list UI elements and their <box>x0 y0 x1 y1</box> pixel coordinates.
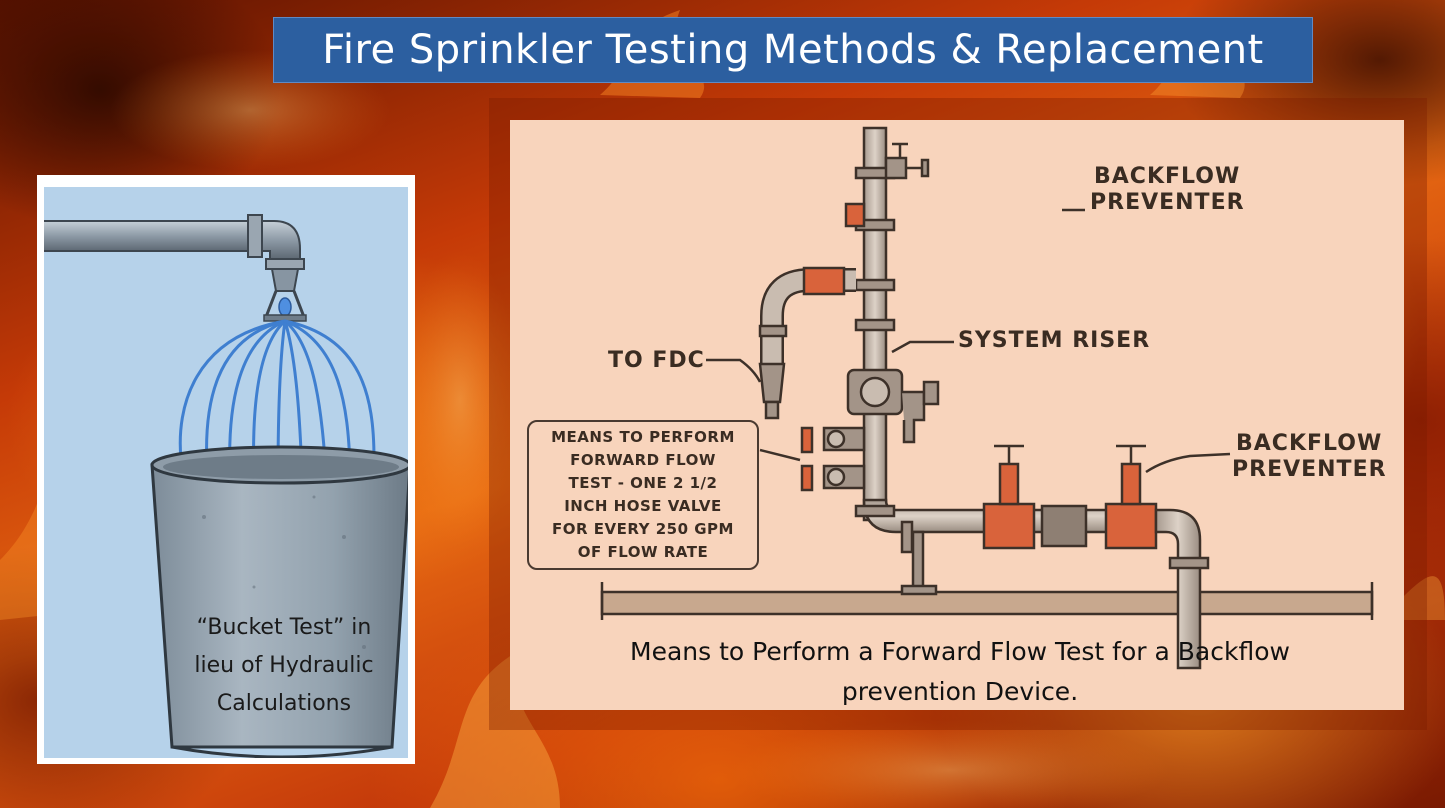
bucket-test-card: “Bucket Test” in lieu of Hydraulic Calcu… <box>37 175 415 764</box>
backflow-preventer-label: BACKFLOW <box>1236 431 1383 456</box>
note-line: FOR EVERY 250 GPM <box>552 520 734 538</box>
diagram-caption: Means to Perform a Forward Flow Test for… <box>570 632 1350 710</box>
backflow-preventer-label: PREVENTER <box>1232 457 1387 482</box>
bucket-caption-line: “Bucket Test” in <box>196 615 372 640</box>
backflow-diagram-card: BACKFLOW PREVENTER SYSTEM RISER TO FDC B… <box>510 120 1404 710</box>
note-line: OF FLOW RATE <box>577 543 709 561</box>
system-riser-label: SYSTEM RISER <box>958 328 1151 353</box>
bucket-caption-line: Calculations <box>216 691 352 716</box>
forward-flow-note-box: MEANS TO PERFORM FORWARD FLOW TEST - ONE… <box>527 420 759 570</box>
backflow-preventer-label: BACKFLOW <box>1094 164 1241 189</box>
diagram-caption-line: Means to Perform a Forward Flow Test for… <box>630 637 1290 666</box>
backflow-preventer-label: PREVENTER <box>1090 190 1245 215</box>
diagram-caption-line: prevention Device. <box>841 677 1079 706</box>
title-banner: Fire Sprinkler Testing Methods & Replace… <box>273 17 1313 83</box>
slide-title: Fire Sprinkler Testing Methods & Replace… <box>322 27 1264 73</box>
bucket-caption-line: lieu of Hydraulic <box>194 653 374 678</box>
sprinkler-bucket-icon <box>44 214 408 758</box>
to-fdc-label: TO FDC <box>608 348 705 373</box>
backflow-riser-diagram-icon <box>600 126 1374 670</box>
note-line: MEANS TO PERFORM <box>551 428 735 446</box>
note-line: FORWARD FLOW <box>570 451 716 469</box>
bucket-test-illustration: “Bucket Test” in lieu of Hydraulic Calcu… <box>44 187 408 758</box>
bucket-test-caption: “Bucket Test” in lieu of Hydraulic Calcu… <box>160 609 408 723</box>
note-line: TEST - ONE 2 1/2 <box>568 474 718 492</box>
note-line: INCH HOSE VALVE <box>564 497 722 515</box>
